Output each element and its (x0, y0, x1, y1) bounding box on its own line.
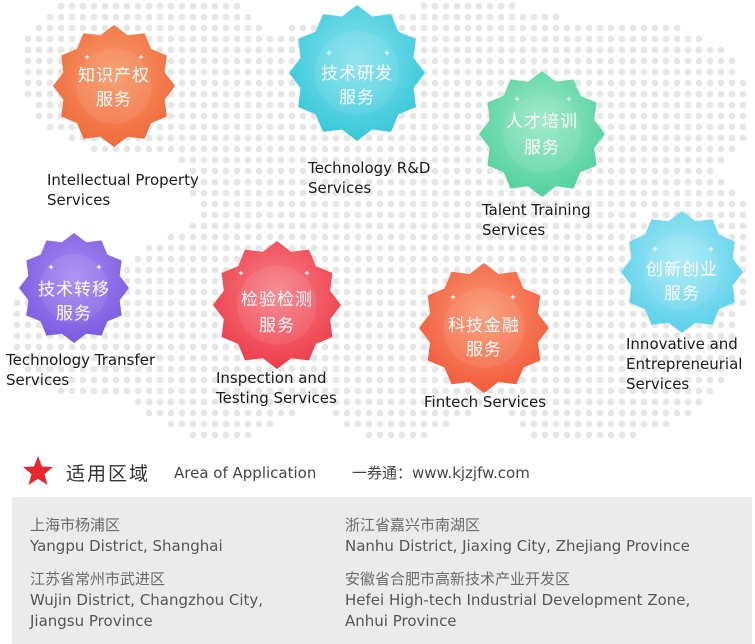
service-name-ip: Intellectual Property Services (47, 170, 199, 210)
location-en-line1: Hefei High-tech Industrial Development Z… (345, 591, 691, 609)
service-name-line2: Testing Services (216, 389, 337, 407)
location-cn: 浙江省嘉兴市南湖区 (345, 516, 481, 534)
service-name-line1: Technology Transfer (6, 351, 156, 369)
location-wujin: 江苏省常州市武进区 Wujin District, Changzhou City… (30, 569, 263, 632)
service-name-talent: Talent Training Services (482, 200, 591, 240)
area-locations-panel: 上海市杨浦区 Yangpu District, Shanghai 浙江省嘉兴市南… (12, 497, 752, 644)
badge-talent-training[interactable]: 人才培训 服务 (478, 70, 606, 198)
starburst-shape (621, 211, 743, 333)
location-hefei: 安徽省合肥市高新技术产业开发区 Hefei High-tech Industri… (345, 569, 690, 632)
badge-label-line2: 服务 (524, 138, 560, 158)
location-nanhu: 浙江省嘉兴市南湖区 Nanhu District, Jiaxing City, … (345, 515, 690, 557)
service-name-line1: Inspection and (216, 369, 327, 387)
service-name-line2: Services (482, 221, 546, 239)
badge-fintech[interactable]: 科技金融 服务 (418, 262, 550, 394)
badge-label-line1: 检验检测 (241, 290, 313, 310)
location-cn: 江苏省常州市武进区 (30, 570, 166, 588)
service-name-fintech: Fintech Services (424, 392, 546, 412)
badge-technology-transfer[interactable]: 技术转移 服务 (18, 232, 130, 344)
starburst-shape (19, 233, 129, 343)
location-cn: 安徽省合肥市高新技术产业开发区 (345, 570, 571, 588)
location-yangpu: 上海市杨浦区 Yangpu District, Shanghai (30, 515, 223, 557)
badge-label-line2: 服务 (259, 316, 295, 336)
badge-label-line2: 服务 (96, 90, 132, 110)
service-name-line1: Talent Training (482, 201, 591, 219)
location-cn: 上海市杨浦区 (30, 516, 121, 534)
badge-label-line1: 技术转移 (38, 280, 110, 300)
starburst-shape (289, 5, 425, 141)
location-en-line2: Anhui Province (345, 612, 457, 630)
badge-technology-rd[interactable]: 技术研发 服务 (288, 4, 426, 142)
service-name-line1: Fintech Services (424, 393, 547, 411)
starburst-fill (479, 71, 605, 197)
badge-label-line2: 服务 (664, 284, 700, 304)
starburst-shape (479, 71, 605, 197)
starburst-fill (621, 211, 743, 333)
website-link[interactable]: 一券通：www.kjzjfw.com (352, 464, 530, 482)
service-name-rd: Technology R&D Services (308, 158, 430, 198)
area-title-en: Area of Application (174, 464, 317, 482)
starburst-shape (53, 25, 175, 147)
badge-intellectual-property[interactable]: 知识产权 服务 (52, 24, 176, 148)
badge-label-line1: 创新创业 (646, 260, 718, 280)
service-name-inspection: Inspection and Testing Services (216, 368, 337, 408)
starburst-fill (53, 25, 175, 147)
location-en: Yangpu District, Shanghai (30, 537, 223, 555)
location-en-line1: Wujin District, Changzhou City, (30, 591, 264, 609)
service-name-innovative: Innovative and Entrepreneurial Services (626, 334, 742, 394)
service-name-line2: Entrepreneurial (626, 355, 743, 373)
badge-innovative-entrepreneurial[interactable]: 创新创业 服务 (620, 210, 744, 334)
badge-inspection-testing[interactable]: 检验检测 服务 (212, 240, 342, 370)
starburst-fill (419, 263, 549, 393)
location-en: Nanhu District, Jiaxing City, Zhejiang P… (345, 537, 690, 555)
location-en-line2: Jiangsu Province (30, 612, 153, 630)
badge-label-line1: 科技金融 (448, 316, 520, 336)
service-name-line2: Services (308, 179, 372, 197)
badge-label-line1: 技术研发 (321, 64, 393, 84)
badge-label-line2: 服务 (56, 304, 92, 324)
service-name-transfer: Technology Transfer Services (6, 350, 155, 390)
area-title-cn: 适用区域 (66, 463, 151, 485)
badge-label-line2: 服务 (466, 340, 502, 360)
starburst-shape (419, 263, 549, 393)
service-name-line1: Innovative and (626, 335, 738, 353)
service-name-line1: Technology R&D (308, 159, 431, 177)
service-name-line1: Intellectual Property (47, 171, 199, 189)
starburst-fill (19, 233, 129, 343)
area-header: 适用区域 Area of Application 一券通：www.kjzjfw.… (22, 455, 742, 487)
badge-label-line1: 知识产权 (78, 66, 150, 86)
service-name-line3: Services (626, 375, 690, 393)
badge-label-line2: 服务 (339, 88, 375, 108)
service-name-line2: Services (47, 191, 111, 209)
star-icon (23, 456, 53, 485)
badge-label-line1: 人才培训 (506, 112, 578, 132)
starburst-fill (289, 5, 425, 141)
service-name-line2: Services (6, 371, 70, 389)
